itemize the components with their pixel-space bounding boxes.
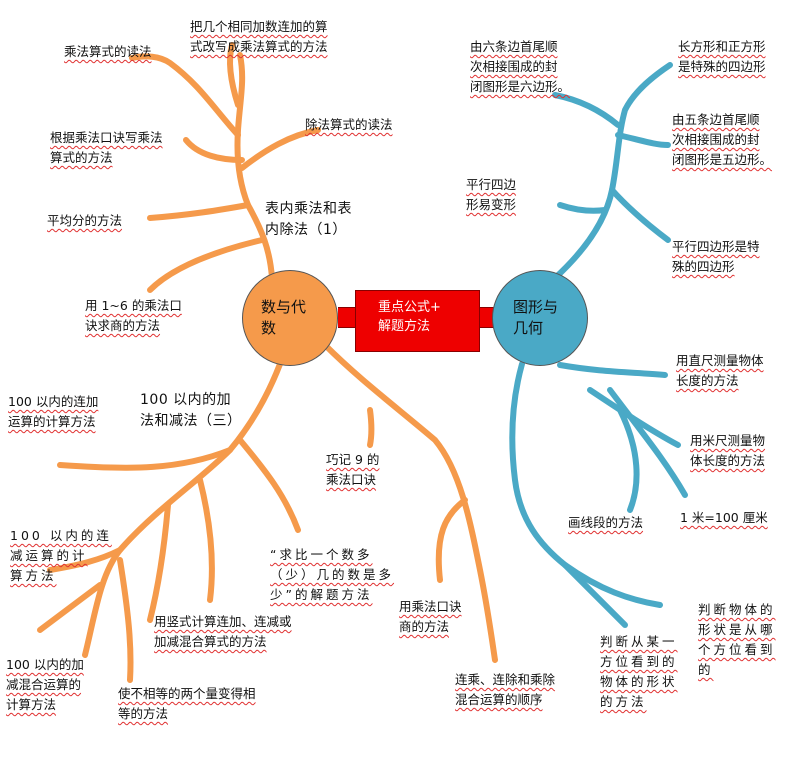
geometry-hub-line2: 几何 (513, 319, 544, 337)
branch-label-l13[interactable]: 用竖式计算连加、连减或 加减混合算式的方法 (154, 614, 292, 649)
left-upper-branches (129, 42, 321, 293)
branch-label-l11[interactable]: 100 以内的连 减运算的计 算方法 (10, 528, 112, 583)
branch-label-l7[interactable]: 用 1~6 的乘法口 诀求商的方法 (85, 298, 182, 333)
left-branch-to-l2 (227, 42, 241, 108)
math-hub-line2: 数 (261, 319, 277, 337)
branch-label-l15[interactable]: 100 以内的加 减混合运算的 计算方法 (6, 657, 84, 712)
branch-label-l1[interactable]: 乘法算式的读法 (64, 44, 152, 59)
left-branch-to-l7 (147, 237, 265, 293)
branch-label-r8[interactable]: 画线段的方法 (568, 515, 644, 530)
left-lower-right-branches (322, 342, 498, 663)
right-branch-to-r3 (615, 132, 671, 148)
branch-label-r9[interactable]: 1 米=100 厘米 (680, 510, 768, 525)
right-branch-to-r11 (562, 562, 628, 628)
right-branch-to-r4 (557, 202, 608, 214)
geometry-hub-node[interactable]: 图形与 几何 (492, 270, 588, 366)
left-branch-to-l6 (147, 202, 251, 221)
branch-label-l12[interactable]: “求比一个数多 （少）几的数是多 少”的解题方法 (270, 547, 395, 602)
branch-label-r7[interactable]: 用米尺测量物 体长度的方法 (690, 433, 766, 468)
branch-label-l10[interactable]: 巧记 9 的 乘法口诀 (326, 452, 380, 487)
branch-label-l6[interactable]: 平均分的方法 (47, 213, 123, 228)
branch-label-l16[interactable]: 使不相等的两个量变得相 等的方法 (118, 686, 256, 721)
branch-label-l2[interactable]: 把几个相同加数连加的算 式改写成乘法算式的方法 (190, 19, 328, 54)
branch-label-r6[interactable]: 用直尺测量物体 长度的方法 (676, 353, 764, 388)
branch-label-l4[interactable]: 根据乘法口诀写乘法 算式的方法 (50, 130, 163, 165)
branch-label-r3[interactable]: 由五条边首尾顺 次相接围成的封 闭图形是五边形。 (672, 112, 773, 167)
right-trunk-lower (509, 361, 663, 608)
branch-label-r1[interactable]: 由六条边首尾顺 次相接围成的封 闭图形是六边形。 (470, 39, 571, 94)
left-branch-to-l16 (117, 557, 134, 683)
geometry-hub-line1: 图形与 (513, 298, 559, 316)
left-lower-branches (37, 361, 301, 683)
right-branch-to-r5 (609, 187, 671, 243)
branch-label-l3[interactable]: 除法算式的读法 (305, 117, 393, 132)
left-branch-to-l4 (183, 137, 245, 163)
right-lower-branches (509, 361, 688, 628)
branch-label-l8[interactable]: 100 以内的连加 运算的计算方法 (8, 394, 99, 429)
right-upper-branches (552, 62, 673, 281)
right-branch-to-r8 (617, 407, 640, 513)
math-hub-line1: 数与代 (261, 298, 307, 316)
left-branch-to-l3 (239, 127, 321, 171)
left-branch-to-l8 (57, 447, 233, 471)
right-trunk-upper (552, 62, 673, 281)
left-branch-to-l12b (147, 502, 171, 623)
branch-label-r5[interactable]: 平行四边形是特 殊的四边形 (672, 239, 760, 274)
branch-label-l17[interactable]: 连乘、连除和乘除 混合运算的顺序 (455, 672, 556, 707)
left-branch-to-l13 (197, 477, 215, 603)
left-branch-to-l1 (129, 53, 241, 138)
left-branch-to-l14 (435, 497, 468, 583)
branch-label-r2[interactable]: 长方形和正方形 是特殊的四边形 (678, 39, 766, 74)
math-hub-node[interactable]: 数与代 数 (242, 270, 338, 366)
left-branch-to-l12 (237, 437, 301, 533)
center-topic-box[interactable]: 重点公式+ 解题方法 (355, 290, 480, 352)
center-topic-label: 重点公式+ 解题方法 (378, 300, 441, 334)
right-branch-to-r9 (607, 387, 688, 498)
right-branch-to-r6 (557, 362, 668, 378)
branch-label-r11[interactable]: 判断从某一 方位看到的 物体的形状 的方法 (600, 634, 678, 709)
branch-label-r10[interactable]: 判断物体的 形状是从哪 个方位看到 的 (698, 602, 776, 677)
left-trunk-right (322, 342, 498, 663)
right-branch-to-r1 (552, 92, 621, 128)
left-branch-to-l11 (47, 547, 123, 573)
branch-label-r4[interactable]: 平行四边 形易变形 (466, 177, 517, 212)
branch-label-l9[interactable]: 100 以内的加 法和减法（三） (140, 392, 242, 429)
branch-label-l5[interactable]: 表内乘法和表 内除法（1） (265, 201, 352, 238)
branch-label-l14[interactable]: 用乘法口诀 商的方法 (399, 599, 462, 634)
left-branch-to-l15 (37, 582, 103, 633)
left-trunk-lower (82, 361, 283, 658)
left-branch-to-l10 (367, 407, 375, 448)
